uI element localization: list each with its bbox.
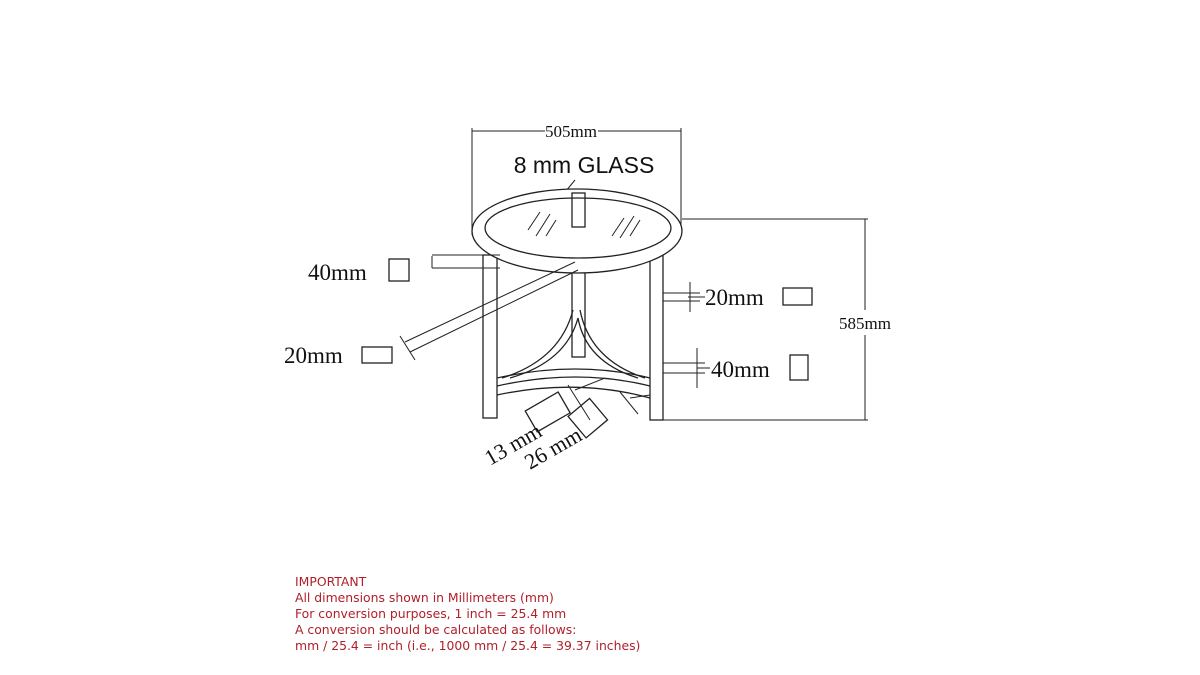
left-bottom-label: 20mm [284, 343, 343, 368]
note-line: mm / 25.4 = inch (i.e., 1000 mm / 25.4 =… [295, 638, 641, 653]
left-bottom-callout: 20mm [284, 261, 579, 368]
width-label: 505mm [545, 122, 597, 141]
note-line: A conversion should be calculated as fol… [295, 622, 577, 637]
note-line: For conversion purposes, 1 inch = 25.4 m… [295, 606, 567, 621]
right-top-label: 20mm [705, 285, 764, 310]
height-dimension: 585mm [663, 218, 891, 421]
left-top-callout: 40mm [308, 254, 500, 285]
height-label: 585mm [839, 314, 891, 333]
important-note: IMPORTANT All dimensions shown in Millim… [295, 574, 640, 654]
table-frame [471, 188, 683, 421]
right-bottom-label: 40mm [711, 357, 770, 382]
width-dimension: 505mm [471, 122, 682, 235]
right-bottom-callout: 40mm [663, 348, 809, 388]
note-title: IMPORTANT [295, 574, 367, 589]
glass-label: 8 mm GLASS [514, 152, 655, 178]
left-top-label: 40mm [308, 260, 367, 285]
note-line: All dimensions shown in Millimeters (mm) [295, 590, 554, 605]
right-top-callout: 20mm [663, 282, 813, 312]
